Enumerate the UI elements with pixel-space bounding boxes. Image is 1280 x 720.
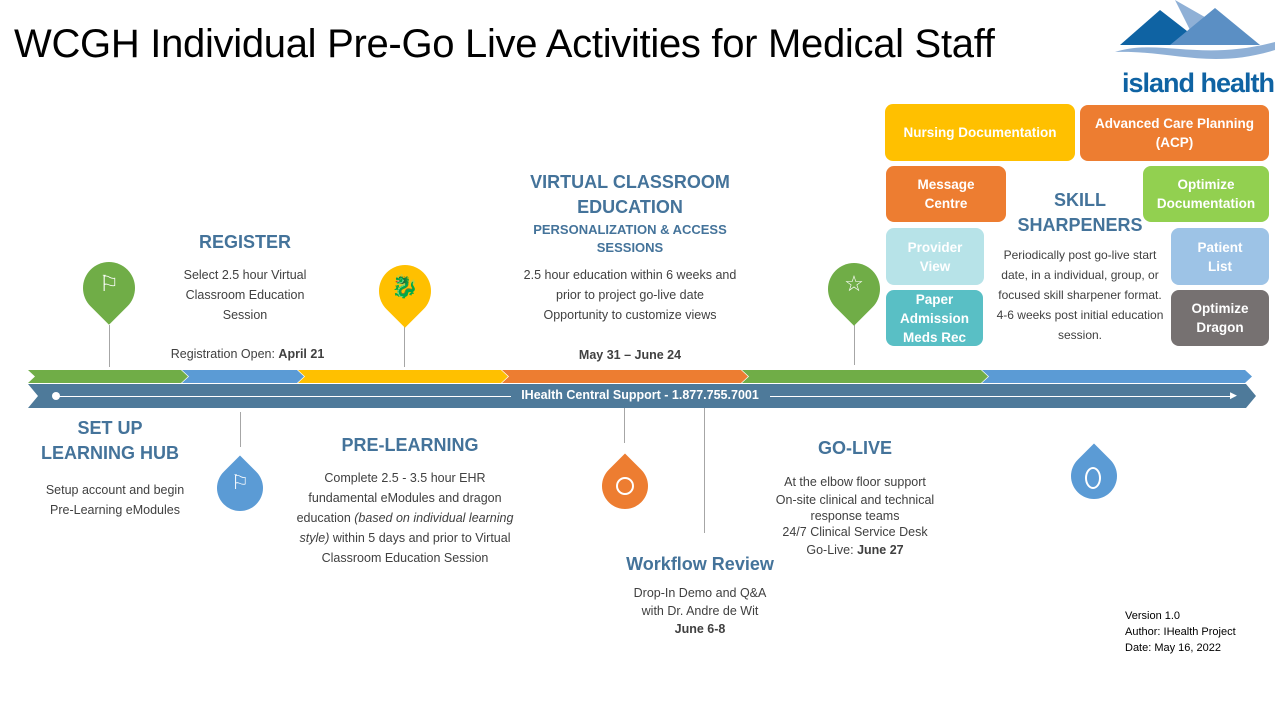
timeline-segment-virtual [502,370,748,383]
tile-optimize-documentation: Optimize Documentation [1143,166,1269,222]
timeline-segment-register [182,370,304,383]
prelearning-heading: PRE-LEARNING [341,435,479,455]
island-health-logo: island health [1110,0,1280,100]
tile-optimize-dragon: Optimize Dragon [1171,290,1269,346]
golive-heading: GO-LIVE [817,438,892,458]
tile-paper-admission-meds-rec: Paper Admission Meds Rec [886,290,983,346]
timeline-segment-prelearning [298,370,508,383]
timeline-segment-golive [742,370,988,383]
central-support-text: IHealth Central Support - 1.877.755.7001 [521,388,759,402]
timeline-segment-skill [982,370,1252,383]
page-title: WCGH Individual Pre-Go Live Activities f… [14,22,995,66]
tile-provider-view: Provider View [886,228,984,285]
flag-icon: ⚐ [231,472,249,494]
tile-patient-list: Patient List [1171,228,1269,285]
timeline-segment-setup [28,370,188,383]
tile-message-centre: Message Centre [886,166,1006,222]
dragon-icon: 🐉 [391,274,419,299]
register-heading: REGISTER [198,232,291,252]
tile-nursing-documentation: Nursing Documentation [885,104,1075,161]
water-drop-icon [616,477,634,495]
star-icon: ☆ [844,271,864,296]
logo-text: island health [1122,68,1275,98]
virtual-date: May 31 – June 24 [578,348,682,362]
water-drop-icon [1085,467,1101,489]
registration-date: Registration Open: April 21 [170,347,325,361]
flag-icon: ⚐ [99,271,119,296]
tile-advanced-care-planning: Advanced Care Planning (ACP) [1080,105,1269,161]
workflow-heading: Workflow Review [626,554,774,574]
